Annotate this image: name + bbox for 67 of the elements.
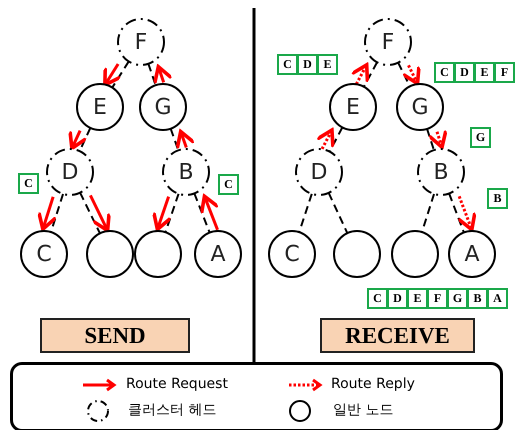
node-circle: E bbox=[329, 83, 377, 131]
legend-text: Route Request bbox=[126, 376, 228, 392]
connector-line bbox=[164, 193, 180, 233]
cluster-head-circle: F bbox=[364, 18, 412, 66]
connector-line bbox=[328, 126, 344, 152]
node-circle: G bbox=[139, 83, 187, 131]
node-circle bbox=[333, 230, 381, 278]
title-banner: RECEIVE bbox=[320, 318, 475, 353]
path-cell: G bbox=[447, 288, 468, 309]
connector-line bbox=[426, 128, 435, 150]
connector-line bbox=[193, 193, 211, 233]
path-cell: F bbox=[494, 62, 515, 83]
arrow bbox=[175, 130, 196, 150]
arrow bbox=[350, 63, 370, 85]
cluster-head-circle: D bbox=[46, 148, 94, 196]
arrow bbox=[401, 64, 421, 86]
connector-line bbox=[298, 194, 313, 232]
legend-text: Route Reply bbox=[331, 376, 415, 392]
connector-line bbox=[448, 193, 465, 233]
connector-line bbox=[111, 60, 130, 88]
connector-line bbox=[147, 63, 157, 86]
cluster-head-circle: D bbox=[295, 148, 343, 196]
path-cell: C bbox=[18, 173, 39, 194]
connector-line bbox=[328, 192, 348, 234]
node-circle: A bbox=[194, 230, 242, 278]
cluster-head-circle: B bbox=[162, 148, 210, 196]
path-cell: C bbox=[277, 54, 298, 75]
legend-text: 일반 노드 bbox=[333, 401, 394, 419]
path-cell: D bbox=[297, 54, 318, 75]
node-circle bbox=[391, 230, 439, 278]
arrow bbox=[37, 196, 58, 232]
node-circle: E bbox=[76, 83, 124, 131]
path-cell: E bbox=[407, 288, 428, 309]
arrow bbox=[200, 194, 220, 230]
node-circle bbox=[86, 230, 134, 278]
title-banner: SEND bbox=[40, 318, 190, 353]
path-cell: F bbox=[427, 288, 448, 309]
cluster-head-circle: F bbox=[117, 18, 165, 66]
path-cell: D bbox=[387, 288, 408, 309]
path-cell: C bbox=[434, 62, 455, 83]
arrow bbox=[152, 196, 173, 232]
node-circle: C bbox=[20, 230, 68, 278]
connector-line bbox=[79, 192, 101, 234]
path-cell: G bbox=[470, 127, 491, 148]
path-cell: C bbox=[367, 288, 388, 309]
node-circle bbox=[134, 230, 182, 278]
path-cell: E bbox=[317, 54, 338, 75]
arrow bbox=[89, 194, 111, 232]
legend-text: 클러스터 헤드 bbox=[128, 401, 216, 419]
arrow bbox=[152, 64, 174, 86]
connector-line bbox=[170, 128, 180, 151]
path-cell: B bbox=[487, 188, 508, 209]
path-cell: B bbox=[467, 288, 488, 309]
connector-line bbox=[363, 62, 378, 88]
arrow bbox=[103, 63, 122, 87]
node-circle: C bbox=[268, 230, 316, 278]
path-cell: C bbox=[218, 174, 239, 195]
arrow bbox=[68, 129, 88, 150]
cluster-head-circle: B bbox=[417, 148, 465, 196]
node-circle: G bbox=[396, 83, 444, 131]
arrow bbox=[456, 196, 477, 232]
arrow bbox=[427, 128, 448, 150]
path-cell: A bbox=[487, 288, 508, 309]
node-circle: A bbox=[448, 230, 496, 278]
arrow bbox=[315, 128, 335, 150]
path-cell: E bbox=[474, 62, 495, 83]
path-cell: D bbox=[454, 62, 475, 83]
